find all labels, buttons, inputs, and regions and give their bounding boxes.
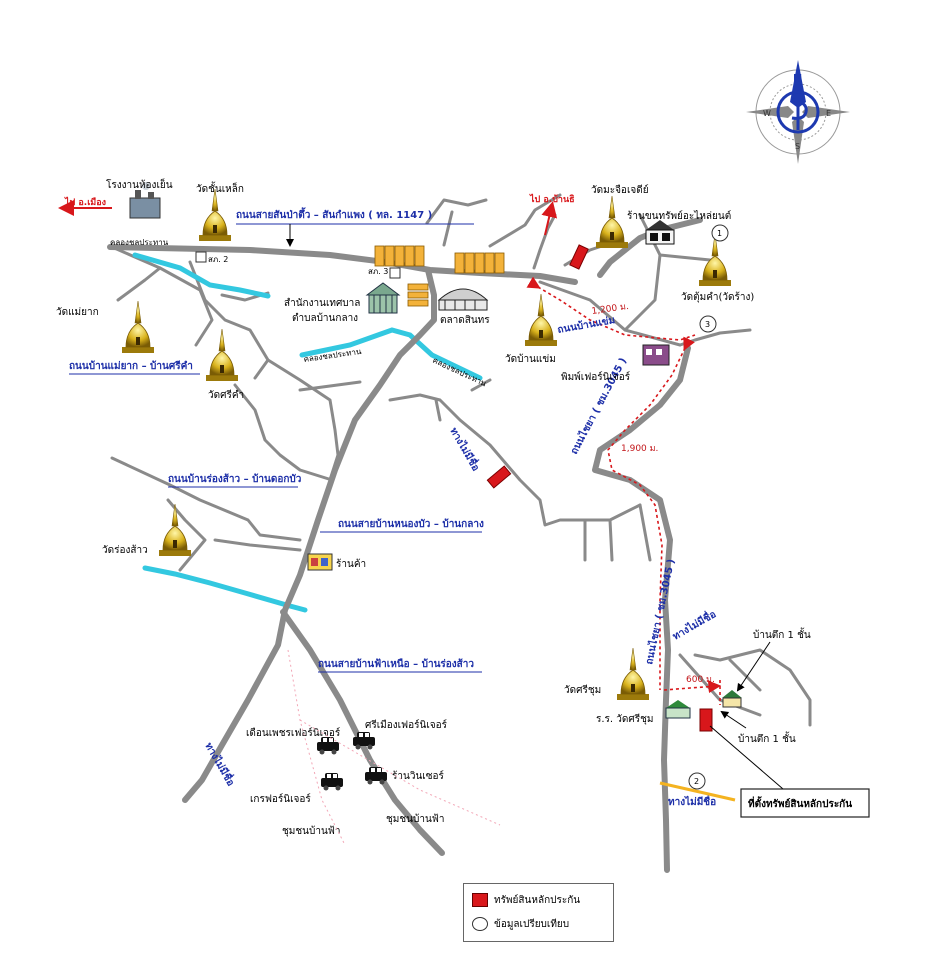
- distance-600: 600 ม.: [686, 675, 715, 685]
- unnamed-road-d: ทางไม่มีชื่อ: [668, 794, 716, 808]
- barrier-marker-a: [486, 465, 512, 489]
- unnamed-road-a: ทางไม่มีชื่อ: [447, 425, 483, 474]
- property-callout-text: ที่ตั้งทรัพย์สินหลักประกัน: [748, 796, 852, 810]
- legend-row-property: ทรัพย์สินหลักประกัน: [472, 893, 580, 908]
- comparison-marker-2: 2: [688, 772, 706, 790]
- direction-to-mueang: ไป อ.เมือง: [64, 196, 106, 208]
- temple-icon: [616, 647, 650, 701]
- legend-property-label: ทรัพย์สินหลักประกัน: [494, 895, 581, 906]
- factory-icon: [129, 182, 161, 219]
- office-icon: [365, 282, 401, 314]
- road-label-chiang-rai-2: ถนนไชยา ( ชม.3045 ): [642, 558, 677, 666]
- legend-row-comparison: ข้อมูลเปรียบเทียบ: [472, 917, 569, 932]
- garage-icon: [645, 220, 675, 245]
- place-office: สำนักงานเทศบาล: [284, 298, 360, 309]
- svg-text:3: 3: [705, 320, 710, 329]
- place-wat-sri-kham: วัดศรีคำ: [208, 389, 244, 401]
- barrier-marker-b: [569, 244, 589, 270]
- place-wat-ban-khaem: วัดบ้านแข่ม: [505, 353, 556, 365]
- compass-n: N: [793, 72, 802, 85]
- legend: ทรัพย์สินหลักประกัน ข้อมูลเปรียบเทียบ: [463, 883, 614, 942]
- place-community-1: ชุมชนบ้านฟ้า: [282, 825, 341, 837]
- car-icon: [317, 737, 339, 755]
- distance-1900: 1,900 ม.: [621, 444, 658, 454]
- place-store-3: ร้านวินเซอร์: [392, 770, 444, 782]
- place-wat-mae-yak: วัดแม่ยาก: [56, 307, 99, 318]
- svg-text:1: 1: [717, 229, 722, 238]
- house-icon: [722, 690, 742, 708]
- road-label-mae-yak: ถนนบ้านแม่ยาก – บ้านศรีคำ: [69, 360, 193, 372]
- compass-s: S: [795, 142, 800, 151]
- place-school: ร.ร. วัดศรีชุม: [596, 713, 654, 725]
- car-icon: [321, 773, 343, 791]
- minor-roads: [110, 193, 812, 727]
- comparison-marker-3: 3: [699, 315, 717, 333]
- route-path: [526, 276, 722, 705]
- place-wat-chedi: วัดมะจือเจดีย์: [591, 184, 649, 196]
- direction-to-ban-khi: ไป อ.บ้านธิ: [529, 193, 575, 205]
- property-marker: [699, 708, 713, 732]
- temple-icon: [198, 188, 232, 242]
- row-houses-icon: [374, 245, 505, 307]
- place-market: ตลาดสินทร: [440, 315, 490, 326]
- market-icon: [437, 288, 489, 311]
- place-community-2: ชุมชนบ้านฟ้า: [386, 813, 445, 825]
- place-wat-sri-chum: วัดศรีชุม: [564, 684, 601, 696]
- place-print-shop: พิมพ์เฟอร์นิเจอร์: [561, 371, 631, 383]
- temple-icon: [121, 300, 155, 354]
- temple-icon: [205, 328, 239, 382]
- svg-text:2: 2: [694, 777, 699, 786]
- place-house-2: บ้านตึก 1 ชั้น: [738, 731, 796, 745]
- temple-icon: [595, 195, 629, 249]
- unnamed-road-c: ทางไม่มีชื่อ: [670, 606, 719, 642]
- property-callout: [740, 788, 870, 818]
- compass-e: E: [826, 109, 831, 118]
- place-wat-kham: วัดตุ้มคำ(วัดร้าง): [681, 291, 754, 303]
- place-furniture-top: ร้านขนทรัพย์อะไหล่ยนต์: [627, 210, 731, 222]
- police-box-icon: [195, 251, 207, 263]
- road-label-rong-sao: ถนนบ้านร่องส้าว – บ้านดอกบัว: [168, 473, 302, 485]
- compass-rose: N E S W: [746, 60, 850, 164]
- car-icon: [365, 767, 387, 785]
- place-wat-nuea: วัดชั้นเหล็ก: [196, 181, 244, 195]
- school-icon: [665, 700, 691, 719]
- place-factory: โรงงานห้องเย็น: [106, 177, 173, 191]
- canal-label-1: คลองชลประทาน: [110, 238, 169, 247]
- place-store-4: เกรฟอร์นิเจอร์: [250, 793, 311, 805]
- temple-icon: [524, 293, 558, 347]
- road-label-chiang-rai-1: ถนนไชยา ( ชม.3045 ): [567, 355, 629, 456]
- circle-icon: [472, 917, 488, 931]
- police-box-icon: [389, 267, 401, 279]
- place-shop: ร้านค้า: [336, 558, 366, 570]
- place-store-2: ศรีเมืองเฟอร์นิเจอร์: [365, 719, 448, 731]
- compass-w: W: [763, 109, 771, 118]
- canal-label-3: คลองชลประทาน: [431, 356, 488, 389]
- temple-icon: [158, 503, 192, 557]
- property-swatch-icon: [472, 893, 488, 907]
- road-label-fah-nuea: ถนนสายบ้านฟ้าเหนือ – บ้านร่องส้าว: [318, 658, 474, 670]
- road-label-nong-bua: ถนนสายบ้านหนองบัว – บ้านกลาง: [338, 518, 484, 530]
- place-house-1: บ้านตึก 1 ชั้น: [753, 627, 811, 641]
- print-shop-icon: [642, 344, 670, 366]
- legend-comparison-label: ข้อมูลเปรียบเทียบ: [494, 919, 570, 930]
- road-label-main: ถนนสายสันป่าตึ้ว – สันกำแพง ( ทล. 1147 ): [236, 207, 432, 221]
- place-store-1: เดือนเพชรเฟอร์นิเจอร์: [246, 727, 341, 739]
- comparison-marker-1: 1: [711, 224, 729, 242]
- shop-icon: [307, 553, 333, 571]
- place-office-2: ตำบลบ้านกลาง: [292, 312, 358, 324]
- place-wat-rong-sao: วัดร่องส้าว: [102, 544, 148, 556]
- place-police-1: สภ. 2: [208, 255, 228, 264]
- canals: [132, 252, 483, 613]
- place-police-2: สภ. 3: [368, 267, 388, 276]
